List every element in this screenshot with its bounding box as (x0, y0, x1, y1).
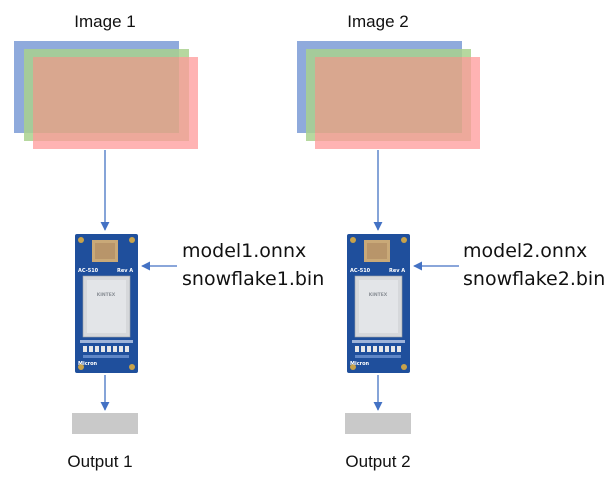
bin-2-filename: snowflake2.bin (463, 268, 605, 290)
board-1-rev: Rev A (117, 268, 133, 274)
board-2-rev: Rev A (389, 268, 405, 274)
image-2-stack (297, 41, 480, 149)
image-2-overlap (315, 57, 462, 133)
board-2-mount-hole-br (401, 364, 407, 370)
image-2-label: Image 2 (347, 12, 408, 31)
board-1-mount-hole-tr (129, 237, 135, 243)
image-1-label: Image 1 (74, 12, 135, 31)
board-1-model: AC-510 (78, 268, 99, 274)
board-1-mount-hole-br (129, 364, 135, 370)
output-1-box (72, 413, 138, 434)
output-2-label: Output 2 (345, 452, 410, 471)
bin-1-filename: snowflake1.bin (182, 268, 324, 290)
pipeline-2: Image 2 AC-510 Rev A KINTEX (297, 12, 605, 471)
board-1-mount-hole-bl (78, 364, 84, 370)
board-2-chip-brand: KINTEX (369, 292, 388, 298)
board-2-mount-hole-bl (350, 364, 356, 370)
fpga-board-2: AC-510 Rev A KINTEX Micron (347, 234, 410, 373)
output-2-box (345, 413, 411, 434)
model-2-filename: model2.onnx (463, 240, 587, 262)
board-2-model: AC-510 (350, 268, 371, 274)
model-1-filename: model1.onnx (182, 240, 306, 262)
image-1-overlap (33, 57, 179, 133)
board-1-vendor: Micron (78, 361, 98, 367)
fpga-board-1: AC-510 Rev A KINTEX Micron (75, 234, 138, 373)
image-1-stack (14, 41, 198, 149)
output-1-label: Output 1 (67, 452, 132, 471)
board-2-mount-hole-tl (350, 237, 356, 243)
pipeline-1: Image 1 AC-510 Rev A KINTEX (14, 12, 324, 471)
board-2-vendor: Micron (350, 361, 370, 367)
board-1-mount-hole-tl (78, 237, 84, 243)
board-2-mount-hole-tr (401, 237, 407, 243)
board-1-chip-brand: KINTEX (97, 292, 116, 298)
